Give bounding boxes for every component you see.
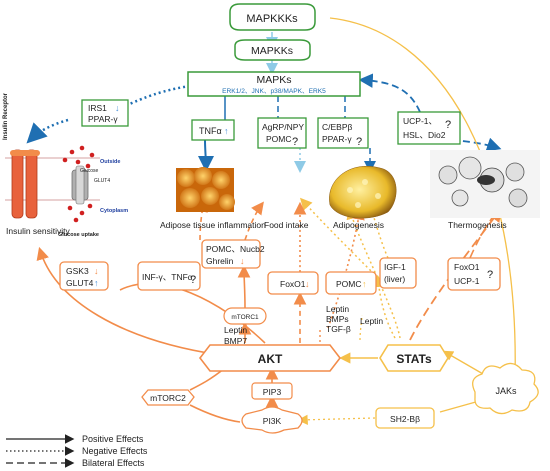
legend-positive-label: Positive Effects [82, 434, 144, 444]
sh2b-label: SH2-Bβ [390, 414, 420, 424]
agrp-node: AgRP/NPY POMC ? [257, 117, 307, 149]
glucose-label: Glucose [80, 168, 99, 174]
leptin-label-3: Leptin [360, 316, 383, 326]
inf-tnfa-node: INF-γ、TNFα ? [137, 261, 201, 291]
inf-tnfa-label: INF-γ、TNFα [142, 272, 193, 282]
pi3k-label: PI3K [263, 416, 282, 426]
tnfa-node: TNFα ↑ [191, 119, 235, 141]
bmps-label: BMPs [326, 314, 349, 324]
glut4-illustration: Outside Glucose GLUT4 Cytoplasm Glucose … [58, 145, 128, 238]
akt-node: AKT [198, 344, 342, 372]
akt-label: AKT [258, 352, 283, 366]
pomc-nucb2-label: POMC、Nucb2 [206, 244, 265, 254]
question-mark-4: ? [190, 274, 196, 286]
foxo1-label-b: FoxO1 [454, 262, 480, 272]
legend-negative-label: Negative Effects [82, 446, 148, 456]
legend: Positive Effects Negative Effects Bilate… [6, 434, 148, 468]
ucp1-label-1: UCP-1、 [403, 116, 437, 126]
glut4-up-arrow: ↑ [94, 278, 99, 288]
glut4-image-label: GLUT4 [94, 178, 110, 184]
igf1-label: IGF-1 [384, 262, 406, 272]
ppar-gamma-label-2: PPAR-γ [322, 134, 352, 144]
pip3-node: PIP3 [251, 382, 293, 400]
irs1-down-arrow: ↓ [115, 103, 120, 113]
jaks-label: JAKs [495, 386, 517, 396]
mtorc2-label: mTORC2 [150, 393, 186, 403]
ghrelin-label: Ghrelin [206, 256, 234, 266]
outside-label: Outside [100, 159, 120, 165]
pip3-label: PIP3 [263, 387, 282, 397]
sh2b-node: SH2-Bβ [375, 407, 435, 429]
mtorc1-node: mTORC1 [223, 307, 267, 325]
thermogenesis-label: Thermogenesis [448, 220, 507, 230]
stats-node: STATs [379, 344, 449, 372]
irs1-node: IRS1 ↓ PPAR-γ [81, 99, 129, 127]
tnfa-label: TNFα [199, 126, 222, 136]
agrp-label: AgRP/NPY [262, 122, 304, 132]
mapkks-label: MAPKKs [251, 45, 293, 57]
question-mark-1: ? [292, 136, 298, 148]
ucp1-hsl-node: UCP-1、 HSL、Dio2 ? [397, 111, 461, 145]
foxo1-label-a: FoxO1 [280, 279, 306, 289]
gsk3-node: GSK3 ↓ GLUT4 ↑ [59, 261, 109, 291]
foxo1-ucp1-node: FoxO1 UCP-1 ? [447, 257, 501, 291]
gsk3-down-arrow: ↓ [94, 266, 99, 276]
pomc-node-3: POMC ↑ [325, 271, 377, 295]
foxo1-down-arrow: ↓ [305, 279, 310, 289]
mapks-node: MAPKs ERK1/2、JNK、p38/MAPK、ERK5 [187, 71, 361, 97]
hsl-dio2-label: HSL、Dio2 [403, 130, 446, 140]
stats-label: STATs [396, 352, 432, 366]
adipogenesis-image [329, 166, 397, 219]
adipogenesis-label: Adipogenesis [333, 220, 384, 230]
mtorc1-label: mTORC1 [231, 314, 259, 321]
insulin-sensitivity-label: Insulin sensitivity [6, 226, 71, 236]
igf1-node: IGF-1 (liver) [379, 257, 417, 289]
mapkkks-node: MAPKKKs [229, 3, 316, 31]
mapks-subtypes: ERK1/2、JNK、p38/MAPK、ERK5 [222, 88, 326, 95]
adipose-inflammation-label: Adipose tissue inflammation [160, 220, 266, 230]
question-mark-5: ? [487, 269, 493, 281]
ucp1-label-2: UCP-1 [454, 276, 480, 286]
thermogenesis-image [430, 150, 540, 218]
cytoplasm-label: Cytoplasm [100, 208, 128, 214]
liver-label: (liver) [384, 274, 405, 284]
gsk3-label: GSK3 [66, 266, 89, 276]
question-mark-3: ? [445, 119, 451, 131]
jaks-node: JAKs [472, 362, 539, 415]
pomc-label-3: POMC [336, 279, 362, 289]
pomc-up-arrow: ↑ [362, 279, 367, 289]
ghrelin-down-arrow: ↓ [240, 256, 245, 266]
mapkkks-label: MAPKKKs [246, 13, 298, 25]
insulin-receptor-illustration: Insulin Receptor [3, 92, 100, 219]
tgfb-label: TGF-β [326, 324, 351, 334]
ppar-gamma-label: PPAR-γ [88, 114, 118, 124]
bmp7-label: BMP7 [224, 336, 247, 346]
food-intake-label: Food intake [264, 220, 309, 230]
legend-bilateral-label: Bilateral Effects [82, 458, 145, 468]
leptin-label-2: Leptin [326, 304, 349, 314]
pi3k-node: PI3K [241, 406, 303, 434]
question-mark-2: ? [356, 136, 362, 148]
leptin-label-1: Leptin [224, 325, 247, 335]
glut4-label: GLUT4 [66, 278, 94, 288]
pomc-label-1: POMC [266, 134, 292, 144]
cebp-label: C/EBPβ [322, 122, 353, 132]
pomc-nucb2-node: POMC、Nucb2 Ghrelin ↓ [201, 239, 265, 269]
glucose-uptake-label: Glucose uptake [58, 232, 99, 238]
mapks-label: MAPKs [256, 74, 291, 86]
mapkks-node: MAPKKs [234, 39, 311, 61]
tnfa-up-arrow: ↑ [224, 126, 229, 136]
cebp-node: C/EBPβ PPAR-γ ? [317, 117, 369, 149]
adipose-tissue-image [176, 167, 235, 212]
insulin-receptor-label: Insulin Receptor [3, 92, 9, 140]
mtorc2-node: mTORC2 [141, 389, 195, 406]
irs1-label: IRS1 [88, 103, 107, 113]
foxo1-node-a: FoxO1 ↓ [267, 271, 319, 295]
